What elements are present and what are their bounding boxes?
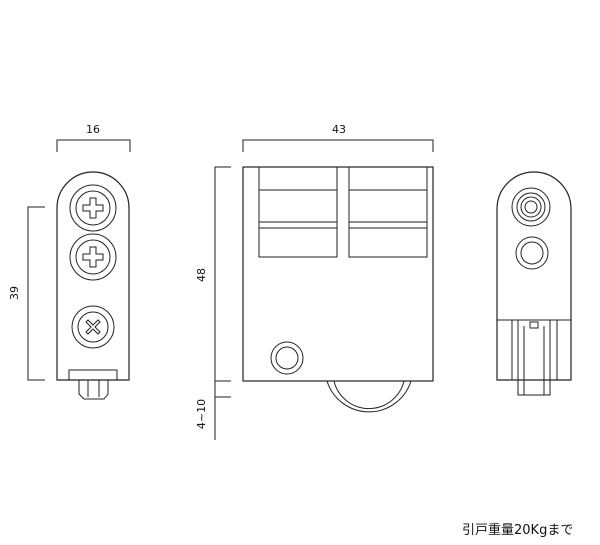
dim-wheel-adjust-label: 4~10 xyxy=(195,399,208,429)
front-block-right xyxy=(348,166,428,258)
screw-middle xyxy=(69,233,117,281)
screw-top xyxy=(69,184,117,232)
back-bearing xyxy=(511,187,551,227)
dim-front-height-label: 48 xyxy=(195,268,208,282)
front-wheel xyxy=(326,380,412,413)
dim-front-width: 43 xyxy=(242,123,434,152)
dim-side-width-label: 16 xyxy=(86,123,100,136)
front-body xyxy=(242,166,434,382)
front-view: 43 48 4~10 xyxy=(195,123,434,440)
dim-side-height: 39 xyxy=(8,206,45,381)
adjust-hole xyxy=(270,341,304,375)
dim-side-height-label: 39 xyxy=(8,286,21,300)
load-capacity-note: 引戸重量20Kgまで xyxy=(462,523,574,538)
side-view: 16 39 xyxy=(8,123,131,400)
back-hole xyxy=(515,236,549,270)
dim-side-width: 16 xyxy=(56,123,131,152)
front-block-left xyxy=(258,166,338,258)
screw-bottom xyxy=(71,305,115,349)
side-plate xyxy=(56,171,130,381)
dim-front-height: 48 xyxy=(195,166,231,382)
back-plate xyxy=(496,171,572,381)
back-rail xyxy=(496,319,572,396)
dim-front-width-label: 43 xyxy=(332,123,346,136)
back-view xyxy=(496,171,572,396)
dim-wheel-adjust: 4~10 xyxy=(195,381,231,440)
side-wheel-stub xyxy=(68,369,118,400)
